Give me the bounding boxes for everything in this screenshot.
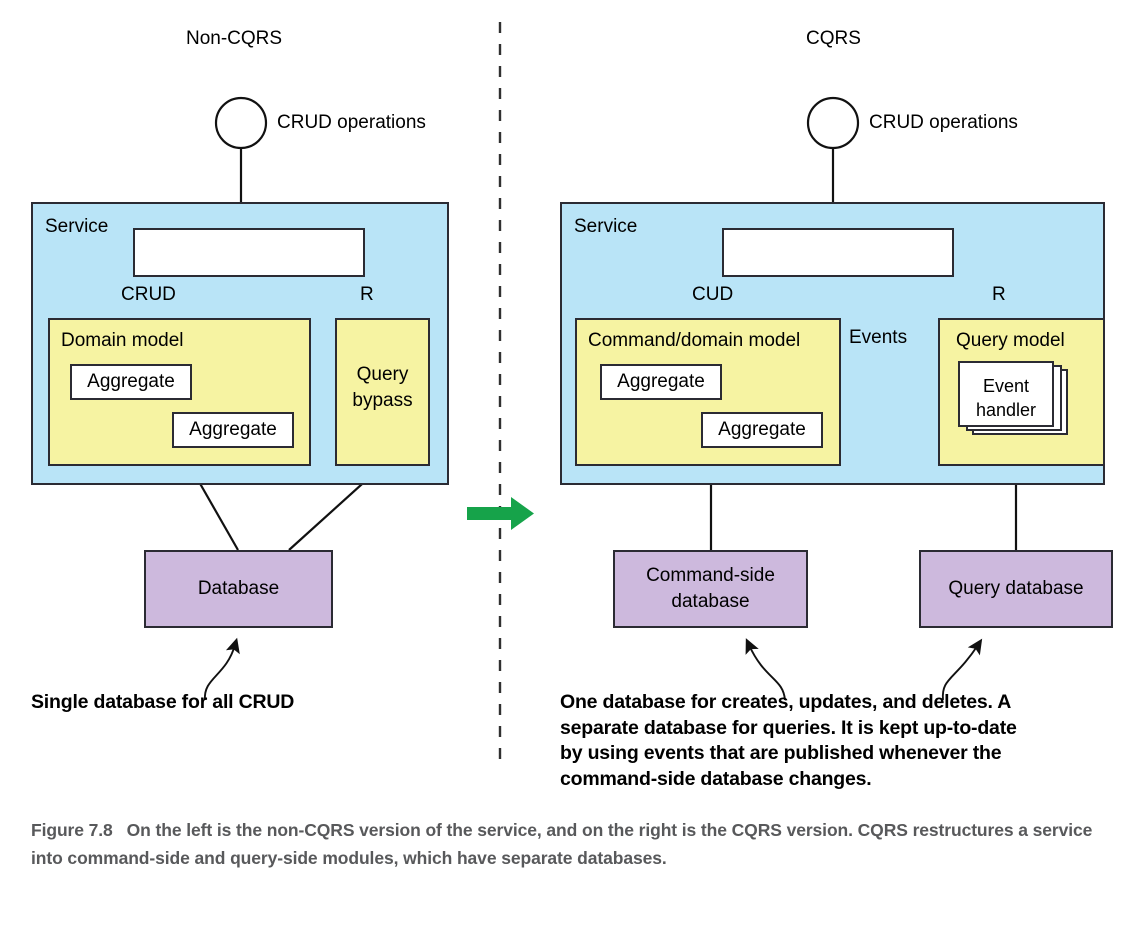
left-domain-model-title: Domain model	[61, 330, 184, 351]
left-interface-circle	[214, 96, 268, 150]
query-database-box: Query database	[919, 550, 1113, 628]
left-api-box	[133, 228, 365, 277]
right-annotation: One database for creates, updates, and d…	[560, 690, 1120, 793]
left-edge-label-crud: CRUD	[121, 284, 176, 305]
transform-arrow	[467, 497, 534, 530]
right-annotation-line-2: separate database for queries. It is kep…	[560, 716, 1017, 739]
left-edge-label-r: R	[360, 284, 374, 305]
right-command-model-title: Command/domain model	[588, 330, 801, 351]
right-service-label: Service	[574, 216, 638, 237]
left-database-box: Database	[144, 550, 333, 628]
right-api-box	[722, 228, 954, 277]
event-handler-line2: handler	[975, 400, 1037, 421]
left-aggregate-2: Aggregate	[172, 412, 294, 448]
command-side-database-line2: database	[671, 591, 750, 612]
left-aggregate-1: Aggregate	[70, 364, 192, 400]
right-aggregate-2: Aggregate	[701, 412, 823, 448]
left-query-bypass-box: Query bypass	[335, 318, 430, 466]
event-handler-card: Event handler	[958, 361, 1054, 427]
right-edge-label-cud: CUD	[692, 284, 734, 305]
right-column-title: CQRS	[806, 28, 861, 49]
right-annotation-line-1: One database for creates, updates, and d…	[560, 691, 1012, 713]
right-edge-label-r: R	[992, 284, 1006, 305]
figure-caption-number: Figure 7.8	[31, 820, 113, 840]
right-annotation-line-3: by using events that are published whene…	[560, 742, 1002, 765]
right-annotation-line-4: command-side database changes.	[560, 768, 872, 791]
command-side-database-line1: Command-side	[646, 565, 775, 587]
left-service-label: Service	[45, 216, 109, 237]
right-aggregate-1: Aggregate	[600, 364, 722, 400]
figure-caption-text: On the left is the non-CQRS version of t…	[31, 820, 1093, 869]
left-interface-label: CRUD operations	[277, 112, 426, 133]
right-interface-label: CRUD operations	[869, 112, 1018, 133]
events-label: Events	[849, 327, 908, 348]
left-annotation: Single database for all CRUD	[31, 691, 295, 713]
left-query-bypass-line2: bypass	[352, 389, 413, 411]
command-side-database-box: Command-side database	[613, 550, 808, 628]
right-query-model-title: Query model	[956, 330, 1065, 351]
left-query-bypass-line1: Query	[356, 364, 409, 385]
event-handler-line1: Event	[982, 376, 1030, 396]
right-interface-circle	[806, 96, 860, 150]
left-column-title: Non-CQRS	[186, 28, 283, 49]
